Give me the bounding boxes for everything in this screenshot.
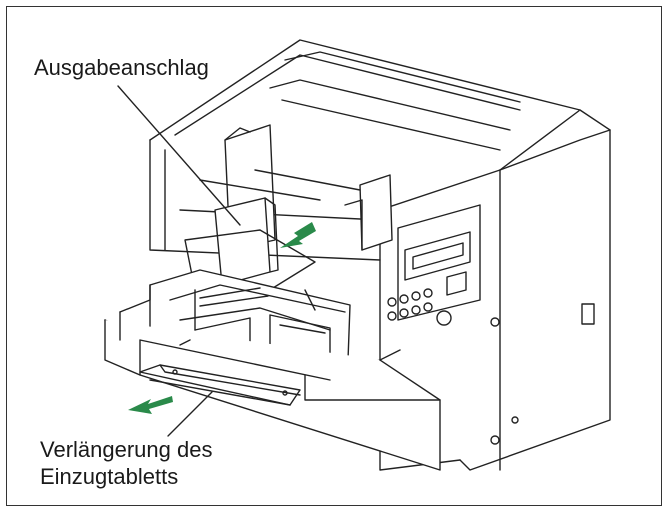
control-panel-buttons [387,288,452,326]
label-output-stopper: Ausgabeanschlag [34,55,209,80]
arrow-feed-tray-extension [128,396,173,414]
label-feed-tray-extension-line2: Einzugtabletts [40,464,179,489]
leader-line-output-stopper [117,85,241,226]
feed-tray-extension [139,364,301,406]
scanner-right-body [379,109,611,471]
leader-line-feed-tray-extension [167,391,213,437]
side-details [490,303,595,445]
label-feed-tray-extension-line1: Verlängerung des [40,437,213,462]
scanner-top-lid [149,39,581,171]
output-stopper [184,197,316,297]
arrow-output-stopper [280,222,316,248]
label-feed-tray-extension: Verlängerung des Einzugtabletts [40,436,212,490]
